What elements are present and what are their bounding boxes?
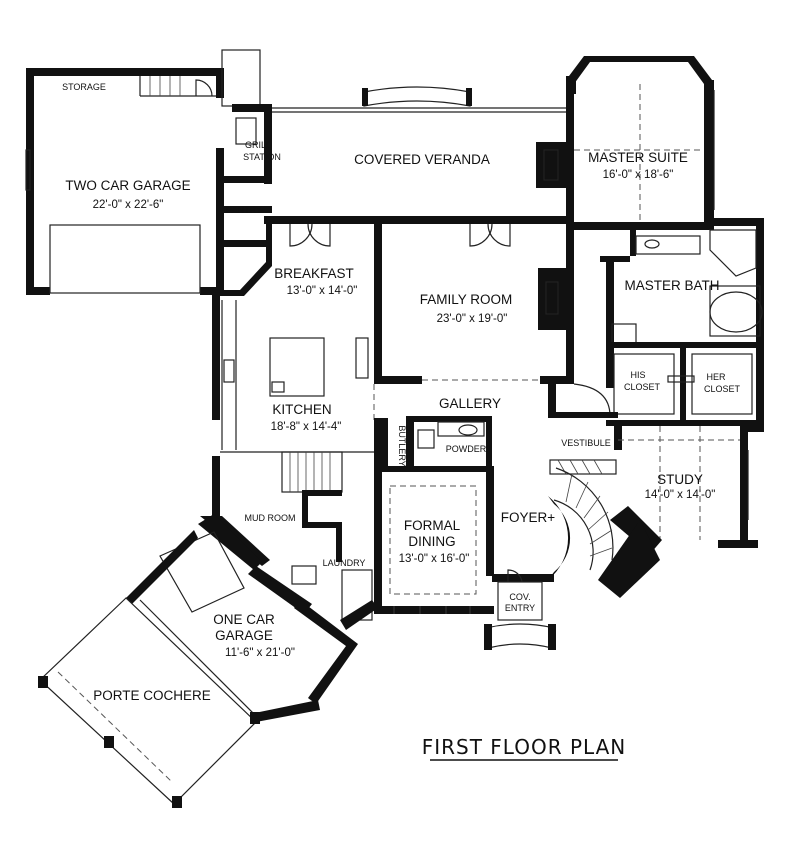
family-room-label: FAMILY ROOM bbox=[420, 292, 513, 307]
gallery-walls bbox=[374, 383, 611, 468]
his-closet-label-1: HIS bbox=[630, 370, 645, 380]
one-car-garage-label-2: GARAGE bbox=[215, 628, 273, 643]
porte-cochere-label: PORTE COCHERE bbox=[93, 688, 211, 703]
kitchen-fixtures bbox=[212, 300, 376, 496]
cov-entry-label-2: ENTRY bbox=[505, 603, 535, 613]
covered-veranda-outline bbox=[264, 86, 570, 224]
plan-title: FIRST FLOOR PLAN bbox=[422, 735, 627, 759]
study-dims: 14'-0" x 14'-0" bbox=[645, 489, 716, 501]
one-car-garage-walls bbox=[126, 514, 358, 722]
porte-cochere-outline bbox=[38, 597, 260, 808]
formal-dining-dims: 13'-0" x 16'-0" bbox=[399, 553, 470, 565]
kitchen-dims: 18'-8" x 14'-4" bbox=[271, 421, 342, 433]
gallery-label: GALLERY bbox=[439, 396, 501, 411]
master-suite-walls bbox=[566, 56, 715, 234]
his-closet-label-2: CLOSET bbox=[624, 382, 661, 392]
breakfast-dims: 13'-0" x 14'-0" bbox=[287, 285, 358, 297]
foyer-label: FOYER+ bbox=[501, 510, 556, 525]
butlery-label: BUTLERY bbox=[397, 425, 407, 466]
two-car-garage-label: TWO CAR GARAGE bbox=[65, 178, 190, 193]
kitchen-label: KITCHEN bbox=[272, 402, 331, 417]
vestibule-label: VESTIBULE bbox=[561, 438, 611, 448]
her-closet-label-1: HER bbox=[706, 372, 726, 382]
formal-dining-label-1: FORMAL bbox=[404, 518, 461, 533]
grill-station-walls bbox=[216, 49, 272, 247]
family-room-dims: 23'-0" x 19'-0" bbox=[437, 313, 508, 325]
pantry-label: PANTRY bbox=[226, 205, 262, 215]
cov-entry-label-1: COV. bbox=[509, 592, 530, 602]
covered-veranda-label: COVERED VERANDA bbox=[354, 152, 490, 167]
two-car-garage-dims: 22'-0" x 22'-6" bbox=[93, 199, 164, 211]
laundry-label: LAUNDRY bbox=[323, 558, 366, 568]
grill-station-label-1: GRILL bbox=[245, 140, 271, 150]
study-label: STUDY bbox=[657, 472, 703, 487]
master-suite-dims: 16'-0" x 18'-6" bbox=[603, 169, 674, 181]
master-bath-walls bbox=[600, 218, 764, 432]
study-walls bbox=[548, 412, 764, 554]
breakfast-label: BREAKFAST bbox=[274, 266, 354, 281]
grill-station-label-2: STATION bbox=[243, 152, 281, 162]
one-car-garage-dims: 11'-6" x 21'-0" bbox=[225, 647, 295, 659]
mud-room-label: MUD ROOM bbox=[245, 513, 296, 523]
powder-label: POWDER bbox=[446, 444, 487, 454]
her-closet-label-2: CLOSET bbox=[704, 384, 741, 394]
kitchen-stairs bbox=[281, 451, 343, 526]
formal-dining-walls bbox=[374, 466, 494, 614]
cov-entry-walls bbox=[484, 569, 556, 650]
master-bath-label: MASTER BATH bbox=[624, 278, 719, 293]
master-suite-label: MASTER SUITE bbox=[588, 150, 688, 165]
formal-dining-label-2: DINING bbox=[408, 534, 455, 549]
foyer-stair bbox=[492, 467, 660, 598]
one-car-garage-label-1: ONE CAR bbox=[213, 612, 275, 627]
breakfast-family-walls bbox=[212, 223, 574, 420]
storage-label: STORAGE bbox=[62, 82, 106, 92]
